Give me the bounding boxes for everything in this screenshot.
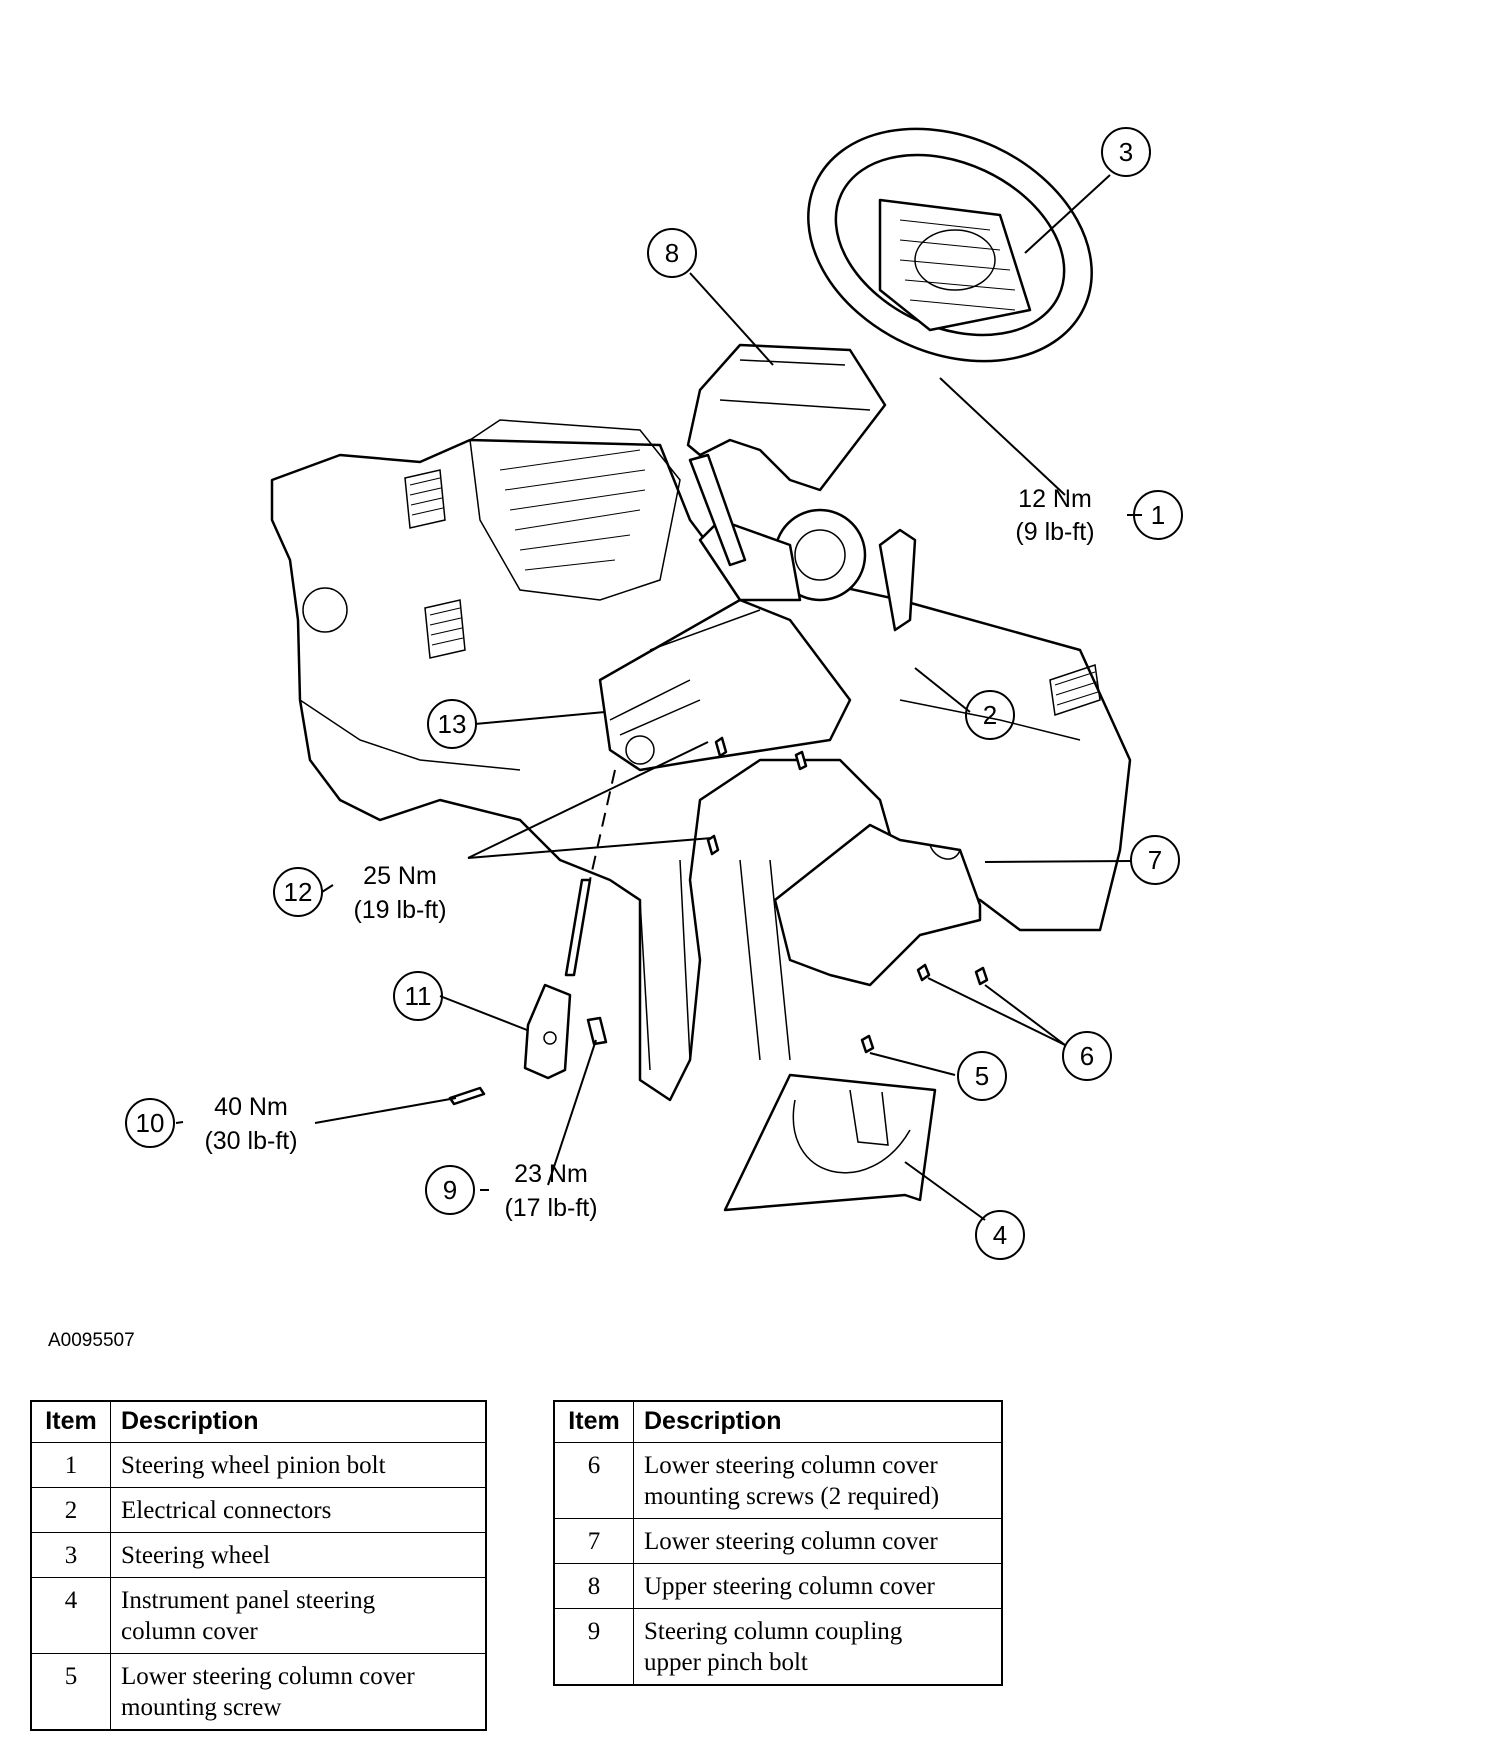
callout-1-torque-lbft: (9 lb-ft) <box>1015 518 1094 546</box>
leader-lines <box>175 174 1142 1221</box>
table-row: 1 Steering wheel pinion bolt <box>30 1442 487 1488</box>
figure-id: A0095507 <box>48 1330 135 1351</box>
lower-column-cover-art <box>773 823 982 987</box>
callout-6: 6 <box>1062 1031 1112 1081</box>
callout-10-torque-lbft: (30 lb-ft) <box>204 1127 297 1155</box>
item-description-cell: Steering column coupling upper pinch bolt <box>633 1608 1003 1686</box>
table-row: 7 Lower steering column cover <box>553 1518 1003 1564</box>
instrument-panel-cover-art <box>723 1073 937 1212</box>
description-line: Lower steering column cover <box>121 1663 415 1690</box>
item-description-cell: Instrument panel steering column cover <box>110 1577 487 1654</box>
item-number-cell: 4 <box>30 1577 111 1654</box>
callout-7: 7 <box>1130 835 1180 885</box>
table-row: 5 Lower steering column cover mounting scr… <box>30 1653 487 1731</box>
description-line: Lower steering column cover <box>644 1452 938 1479</box>
svg-text:1: 1 <box>1151 500 1165 530</box>
exploded-view-diagram: 1 12 Nm (9 lb-ft) 2 3 4 5 6 7 8 9 23 Nm … <box>125 127 1183 1260</box>
item-number-cell: 7 <box>553 1518 634 1564</box>
svg-text:12: 12 <box>284 877 313 907</box>
item-description-cell: Electrical connectors <box>110 1487 487 1533</box>
item-description-cell: Lower steering column cover mounting scre… <box>633 1442 1003 1519</box>
callout-1: 1 12 Nm (9 lb-ft) <box>1015 485 1183 546</box>
callout-12: 12 25 Nm (19 lb-ft) <box>273 862 447 924</box>
item-number-cell: 9 <box>553 1608 634 1686</box>
callout-8: 8 <box>647 228 697 278</box>
svg-text:7: 7 <box>1148 845 1162 875</box>
callout-9-torque-lbft: (17 lb-ft) <box>504 1194 597 1222</box>
description-column-header: Description <box>633 1400 1003 1443</box>
description-line: column cover <box>121 1618 258 1645</box>
table-row: 4 Instrument panel steering column cover <box>30 1577 487 1654</box>
item-number-cell: 2 <box>30 1487 111 1533</box>
item-description-cell: Steering wheel pinion bolt <box>110 1442 487 1488</box>
table-row: 8 Upper steering column cover <box>553 1563 1003 1609</box>
item-description-cell: Upper steering column cover <box>633 1563 1003 1609</box>
item-number-cell: 6 <box>553 1442 634 1519</box>
steering-wheel-art <box>807 127 1093 363</box>
callout-5: 5 <box>957 1051 1007 1101</box>
description-line: upper pinch bolt <box>644 1649 808 1676</box>
description-line: Steering column coupling <box>644 1618 903 1645</box>
fasteners-art <box>448 736 989 1106</box>
svg-text:13: 13 <box>438 709 467 739</box>
svg-text:3: 3 <box>1119 137 1133 167</box>
item-column-header: Item <box>553 1400 634 1443</box>
item-number-cell: 3 <box>30 1532 111 1578</box>
callout-4: 4 <box>975 1210 1025 1260</box>
description-line: mounting screw <box>121 1694 282 1721</box>
description-line: Instrument panel steering <box>121 1587 376 1614</box>
table-header-row: Item Description <box>30 1400 487 1443</box>
item-number-cell: 1 <box>30 1442 111 1488</box>
table-row: 6 Lower steering column cover mounting scr… <box>553 1442 1003 1519</box>
svg-text:9: 9 <box>443 1175 457 1205</box>
steering-column-art <box>564 453 917 977</box>
table-row: 2 Electrical connectors <box>30 1487 487 1533</box>
callout-11: 11 <box>393 971 443 1021</box>
item-description-cell: Lower steering column cover mounting scre… <box>110 1653 487 1731</box>
description-line: Electrical connectors <box>121 1497 332 1524</box>
svg-text:10: 10 <box>136 1108 165 1138</box>
callout-9: 9 23 Nm (17 lb-ft) <box>425 1160 598 1222</box>
callout-13: 13 <box>427 699 477 749</box>
table-row: 9 Steering column coupling upper pinch bol… <box>553 1608 1003 1686</box>
callout-10-torque-nm: 40 Nm <box>214 1093 288 1121</box>
callout-1-torque-nm: 12 Nm <box>1018 485 1092 513</box>
description-line: Steering wheel pinion bolt <box>121 1452 386 1479</box>
item-number-cell: 8 <box>553 1563 634 1609</box>
upper-column-cover-art <box>686 343 887 492</box>
item-column-header: Item <box>30 1400 111 1443</box>
item-description-cell: Steering wheel <box>110 1532 487 1578</box>
description-column-header: Description <box>110 1400 487 1443</box>
table-row: 3 Steering wheel <box>30 1532 487 1578</box>
svg-text:8: 8 <box>665 238 679 268</box>
svg-text:4: 4 <box>993 1220 1007 1250</box>
callout-9-torque-nm: 23 Nm <box>514 1160 588 1188</box>
callout-12-torque-nm: 25 Nm <box>363 862 437 890</box>
callout-2: 2 <box>965 690 1015 740</box>
svg-text:5: 5 <box>975 1061 989 1091</box>
item-description-cell: Lower steering column cover <box>633 1518 1003 1564</box>
callout-12-torque-lbft: (19 lb-ft) <box>353 896 446 924</box>
bracket-art <box>523 983 572 1080</box>
svg-text:2: 2 <box>983 700 997 730</box>
description-line: Upper steering column cover <box>644 1573 935 1600</box>
table-header-row: Item Description <box>553 1400 1003 1443</box>
svg-text:6: 6 <box>1080 1041 1094 1071</box>
item-number-cell: 5 <box>30 1653 111 1731</box>
parts-table-left: Item Description 1 Steering wheel pinion … <box>30 1400 487 1731</box>
description-line: mounting screws (2 required) <box>644 1483 940 1510</box>
description-line: Lower steering column cover <box>644 1528 938 1555</box>
callout-10: 10 40 Nm (30 lb-ft) <box>125 1093 298 1155</box>
svg-text:11: 11 <box>405 981 432 1011</box>
description-line: Steering wheel <box>121 1542 271 1569</box>
callout-3: 3 <box>1101 127 1151 177</box>
